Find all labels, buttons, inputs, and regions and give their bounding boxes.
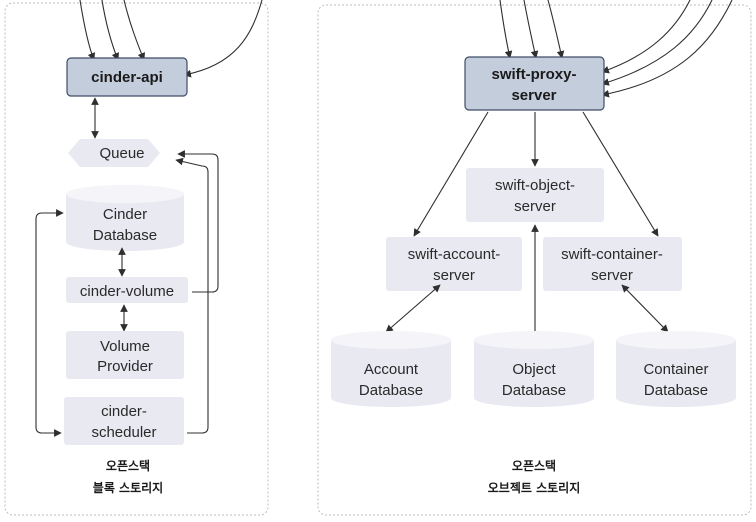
volume-provider-node: Volume Provider	[66, 331, 184, 379]
swift-object-line2: server	[514, 198, 556, 215]
swift-incoming-requests	[499, 0, 733, 98]
object-database-line1: Object	[512, 361, 556, 378]
cinder-api-label: cinder-api	[91, 69, 163, 86]
object-storage-caption-line2: 오브젝트 스토리지	[488, 480, 581, 495]
account-db-edge	[385, 284, 441, 333]
swift-account-line1: swift-account-	[408, 246, 501, 263]
proxy-container-edge	[582, 111, 659, 237]
volume-provider-line1: Volume	[100, 338, 150, 355]
swift-container-line2: server	[591, 267, 633, 284]
proxy-account-edge	[413, 111, 489, 237]
container-database-line2: Database	[644, 382, 708, 399]
cinder-volume-label: cinder-volume	[80, 283, 174, 300]
object-database-line2: Database	[502, 382, 566, 399]
cinder-scheduler-line2: scheduler	[91, 424, 156, 441]
cinder-api-node: cinder-api	[66, 57, 188, 97]
cinder-volume-node: cinder-volume	[66, 277, 188, 303]
object-database-node: Object Database	[474, 331, 594, 407]
account-database-node: Account Database	[331, 331, 451, 407]
account-database-line2: Database	[359, 382, 423, 399]
swift-account-line2: server	[433, 267, 475, 284]
block-storage-caption-line2: 블록 스토리지	[93, 480, 163, 495]
swift-container-line1: swift-container-	[561, 246, 663, 263]
container-database-line1: Container	[643, 361, 708, 378]
swift-object-server-node: swift-object- server	[466, 168, 604, 222]
cinder-incoming-requests	[79, 0, 263, 78]
block-storage-panel	[4, 2, 269, 516]
volume-provider-line2: Provider	[97, 358, 153, 375]
db-scheduler-loop	[35, 209, 64, 437]
container-database-node: Container Database	[616, 331, 736, 407]
swift-container-server-node: swift-container- server	[543, 237, 682, 291]
cinder-scheduler-line1: cinder-	[101, 403, 147, 420]
cinder-scheduler-node: cinder- scheduler	[64, 397, 184, 445]
swift-proxy-server-node: swift-proxy- server	[464, 56, 605, 111]
swift-proxy-line1: swift-proxy-	[491, 66, 576, 83]
swift-proxy-line2: server	[511, 87, 556, 104]
block-storage-caption-line1: 오픈스택	[106, 458, 150, 473]
container-db-edge	[621, 284, 669, 333]
cinder-database-node: Cinder Database	[66, 185, 184, 251]
volume-queue-loop	[177, 150, 219, 293]
swift-object-line1: swift-object-	[495, 177, 575, 194]
cinder-database-line2: Database	[93, 227, 157, 244]
queue-node: Queue	[68, 139, 160, 167]
account-database-line1: Account	[364, 361, 419, 378]
cinder-database-line1: Cinder	[103, 206, 147, 223]
object-storage-caption-line1: 오픈스택	[512, 458, 556, 473]
queue-label: Queue	[99, 145, 144, 162]
scheduler-queue-loop	[175, 157, 209, 434]
swift-account-server-node: swift-account- server	[386, 237, 522, 291]
